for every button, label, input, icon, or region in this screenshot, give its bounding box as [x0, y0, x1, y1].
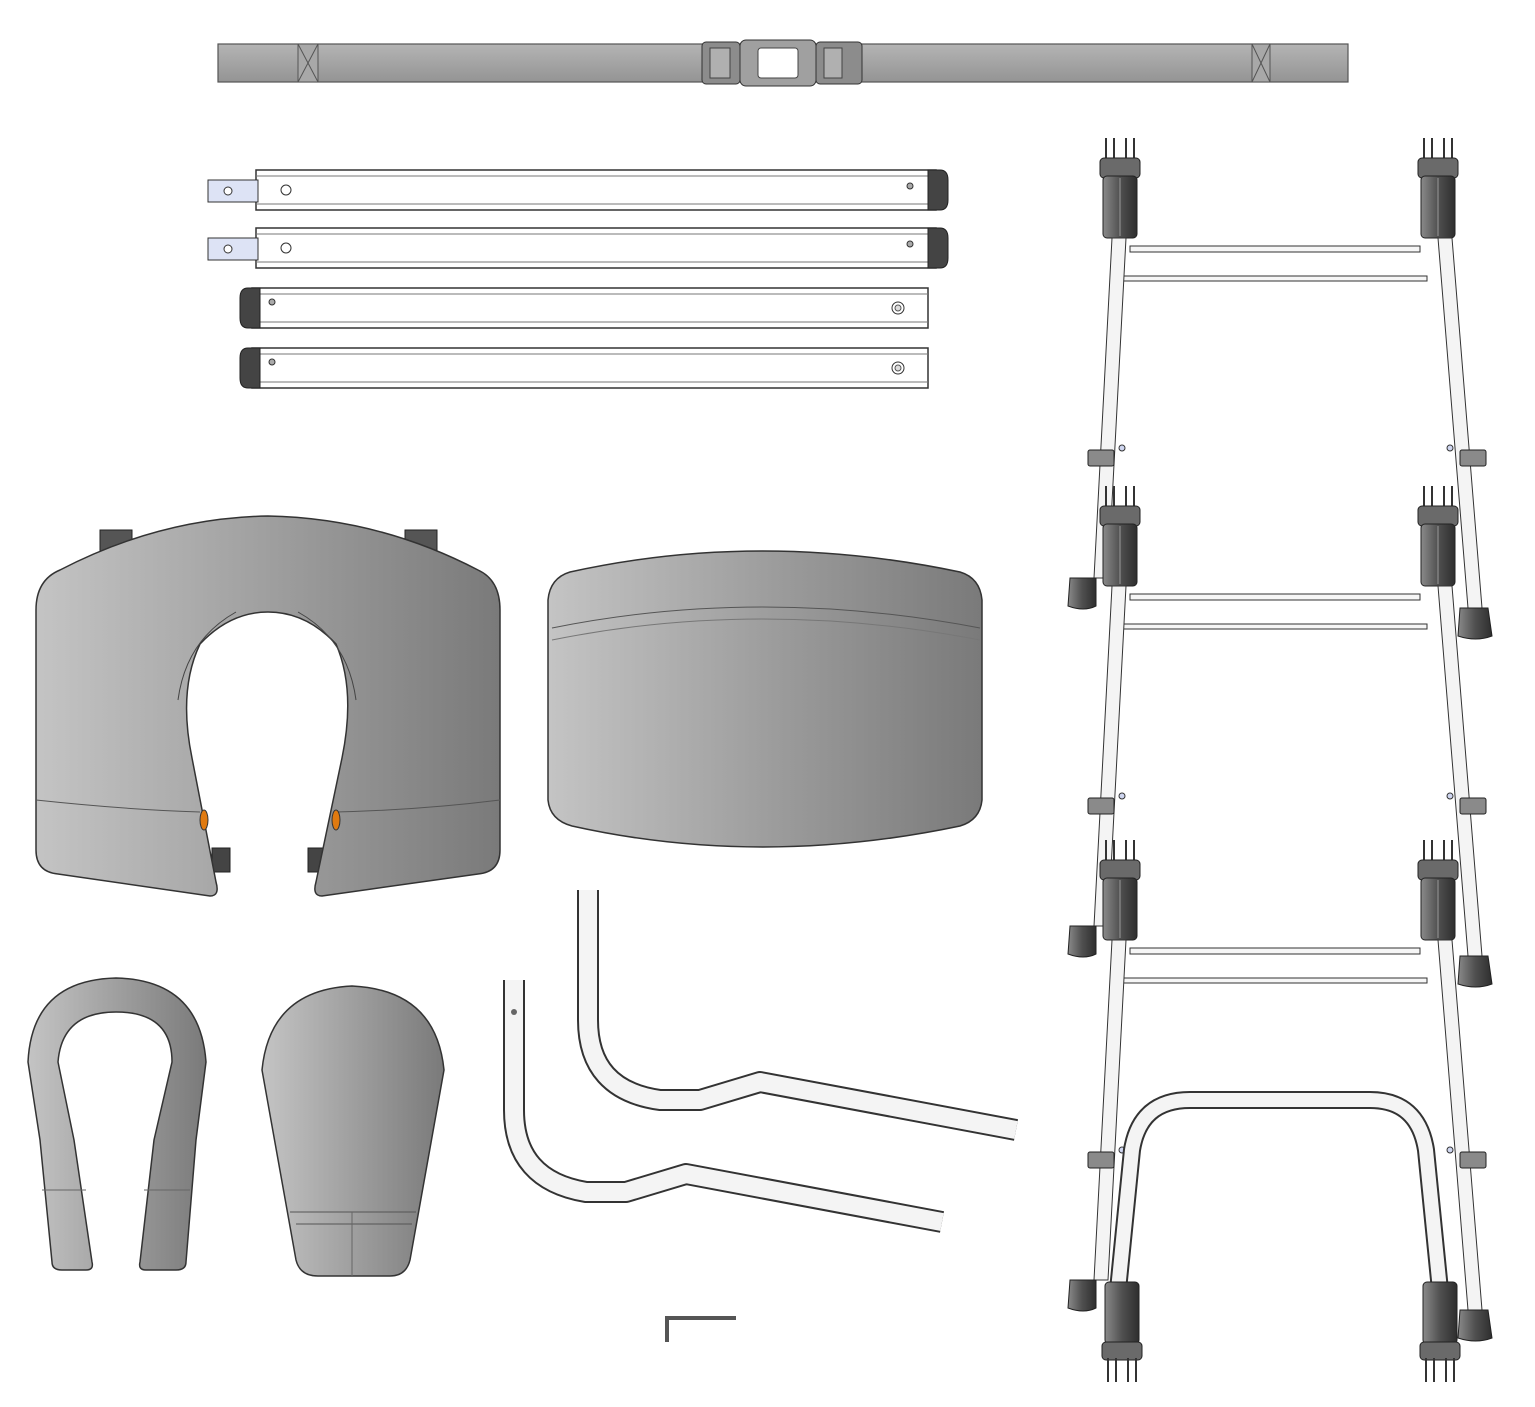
chest-pad-icon: [547, 550, 983, 848]
strap-with-buckle-icon: [217, 39, 1349, 87]
knee-pad-icon: [261, 985, 445, 1277]
allen-key-icon: [665, 1316, 736, 1342]
bent-tube-icon: [503, 890, 1019, 1233]
face-cradle-seat-icon: [35, 515, 501, 897]
u-face-pad-icon: [27, 977, 207, 1271]
side-rail-bar-icon: [207, 169, 949, 389]
u-base-frame-icon: [1101, 1091, 1461, 1382]
